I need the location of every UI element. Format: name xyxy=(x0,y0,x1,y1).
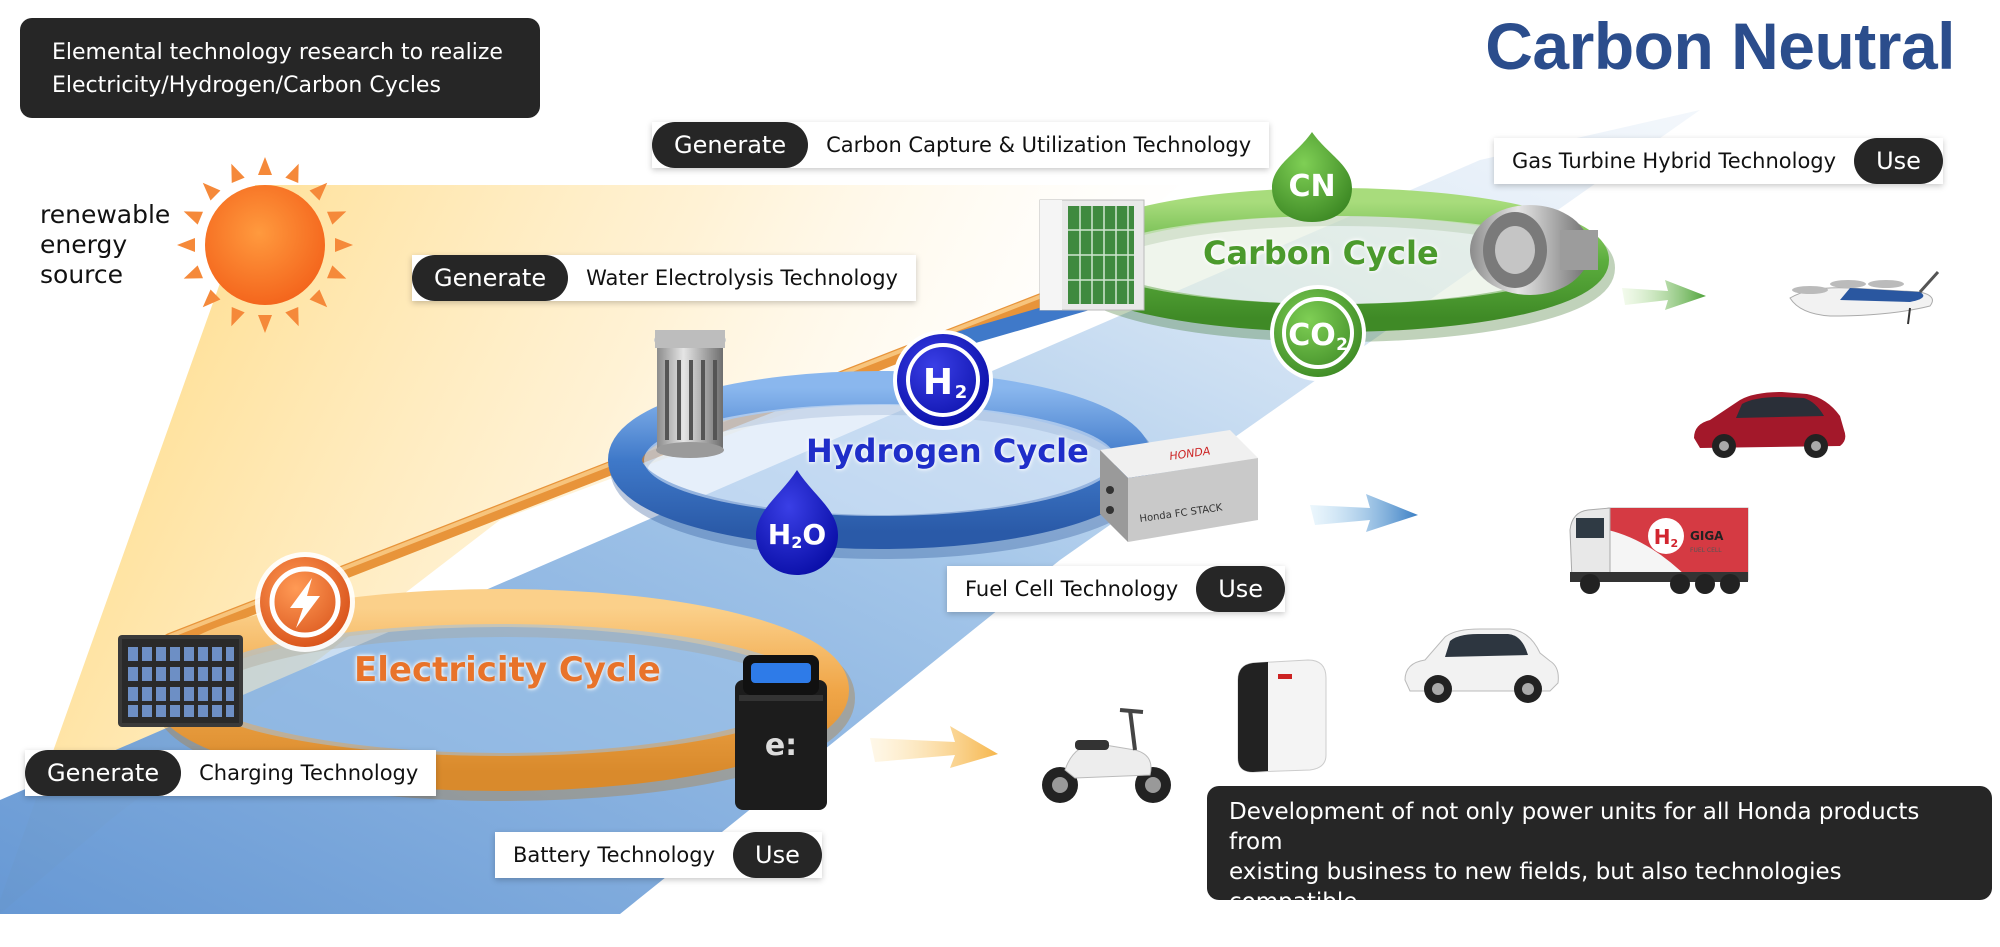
truck-h2-sub: 2 xyxy=(1671,537,1679,550)
battery-logo: e: xyxy=(765,728,797,763)
arrow-hydrogen xyxy=(1310,494,1418,532)
renewable-line-1: renewable xyxy=(40,200,171,229)
svg-text:H2O: H2O xyxy=(768,518,826,552)
diagram-stage: e: HONDA Honda FC STACK xyxy=(0,110,1940,914)
charging-station xyxy=(118,635,243,727)
h2-subscript: 2 xyxy=(955,382,968,403)
lightning-icon xyxy=(255,552,355,652)
renewable-line-3: source xyxy=(40,260,124,289)
fuel-cell-stack: HONDA Honda FC STACK xyxy=(1100,430,1258,542)
cn-label: CN xyxy=(1288,169,1335,204)
intro-line-1: Elemental technology research to realize xyxy=(52,40,503,65)
use-badge: Use xyxy=(1854,138,1943,184)
diagram-graphics: e: HONDA Honda FC STACK xyxy=(0,110,1940,914)
hydrogen-cycle-label: Hydrogen Cycle xyxy=(806,432,1089,470)
intro-line-2: Electricity/Hydrogen/Carbon Cycles xyxy=(52,73,441,98)
summary-line-2: existing business to new fields, but als… xyxy=(1229,859,1842,915)
portable-power-unit xyxy=(1237,659,1327,773)
carbon-capture-unit xyxy=(1039,199,1145,311)
cn-droplet-icon: CN xyxy=(1272,132,1352,222)
svg-text:CO: CO xyxy=(1288,318,1336,353)
fuel-cell-sedan-image xyxy=(1694,392,1846,458)
battery-pack: e: xyxy=(735,655,827,810)
compact-ev-image xyxy=(1404,628,1559,703)
co2-icon: CO 2 xyxy=(1270,285,1366,381)
h2-label: H xyxy=(923,362,953,403)
truck-h2: H xyxy=(1654,525,1671,549)
gas-turbine xyxy=(1470,205,1598,295)
generate-badge: Generate xyxy=(652,122,809,168)
h2o-o: O xyxy=(802,518,826,551)
use-badge: Use xyxy=(1196,566,1286,612)
tag-water-electrolysis: Generate Water Electrolysis Technology xyxy=(412,255,916,301)
electricity-cycle-label: Electricity Cycle xyxy=(354,650,661,690)
tag-carbon-capture-text: Carbon Capture & Utilization Technology xyxy=(826,133,1252,157)
use-badge: Use xyxy=(733,832,822,878)
generate-badge: Generate xyxy=(25,750,182,796)
h2o-droplet-icon: H2O xyxy=(756,470,838,575)
scooter-image xyxy=(1042,708,1171,803)
tag-gas-turbine-text: Gas Turbine Hybrid Technology xyxy=(1512,149,1837,173)
tag-gas-turbine: Gas Turbine Hybrid Technology Use xyxy=(1494,138,1943,184)
water-electrolyzer xyxy=(654,330,726,458)
evtol-aircraft-image xyxy=(1789,270,1940,325)
tag-battery: Battery Technology Use xyxy=(495,832,822,878)
summary-box: Development of not only power units for … xyxy=(1207,786,1992,945)
renewable-energy-label: renewable energy source xyxy=(40,200,170,290)
tag-fuel-cell: Fuel Cell Technology Use xyxy=(947,566,1286,612)
tag-battery-text: Battery Technology xyxy=(513,843,716,867)
fuel-cell-truck-image: H2 GIGA FUEL CELL xyxy=(1569,507,1749,594)
svg-text:H2: H2 xyxy=(1654,525,1678,550)
intro-box: Elemental technology research to realize… xyxy=(20,18,540,118)
arrow-electricity xyxy=(870,726,998,768)
generate-badge: Generate xyxy=(412,255,569,301)
renewable-line-2: energy xyxy=(40,230,128,259)
arrow-carbon xyxy=(1622,280,1706,310)
tag-carbon-capture: Generate Carbon Capture & Utilization Te… xyxy=(652,122,1270,168)
truck-fuel-cell-label: FUEL CELL xyxy=(1690,547,1722,554)
truck-giga-label: GIGA xyxy=(1690,529,1724,543)
tag-water-electrolysis-text: Water Electrolysis Technology xyxy=(586,266,898,290)
h2o-h: H xyxy=(768,518,791,551)
tag-charging: Generate Charging Technology xyxy=(25,750,437,796)
svg-text:HONDA: HONDA xyxy=(1169,444,1212,463)
h2-icon: H 2 xyxy=(893,330,993,430)
co2-subscript: 2 xyxy=(1336,335,1348,355)
sun-icon xyxy=(177,157,353,333)
tag-charging-text: Charging Technology xyxy=(199,761,419,785)
tag-fuel-cell-text: Fuel Cell Technology xyxy=(965,577,1179,601)
h2o-subscript: 2 xyxy=(791,533,802,552)
page-title: Carbon Neutral xyxy=(1485,9,1955,83)
summary-line-1: Development of not only power units for … xyxy=(1229,799,1920,855)
summary-line-3: with the products of other companies for… xyxy=(1229,919,1868,945)
co2-label: CO xyxy=(1288,318,1336,353)
carbon-cycle-label: Carbon Cycle xyxy=(1203,234,1439,272)
